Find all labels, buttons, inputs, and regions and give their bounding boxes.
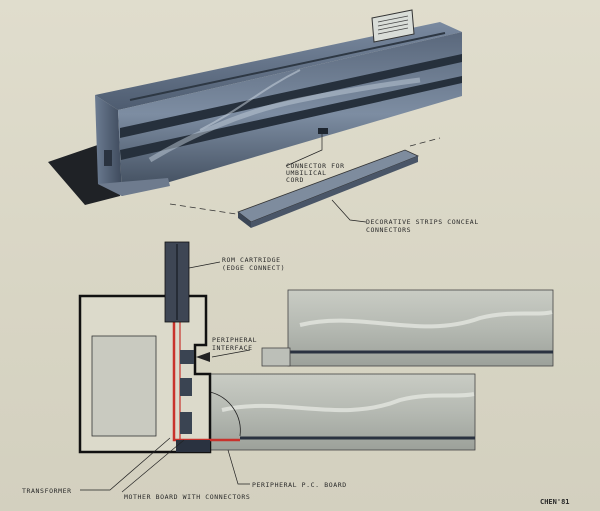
console-highlight-2 <box>199 69 301 131</box>
leader-rom <box>188 261 221 269</box>
label-transformer: TRANSFORMER <box>22 487 72 495</box>
console-top-groove <box>129 32 446 101</box>
console-end-face <box>95 95 122 196</box>
upper-module-tab <box>261 347 291 367</box>
leader-transformer <box>80 437 171 491</box>
upper-module-swirl <box>299 310 553 329</box>
alignment-line-2 <box>409 137 441 147</box>
label-strips-2: CONNECTORS <box>366 226 411 234</box>
label-umbilical-3: CORD <box>286 176 304 184</box>
console-base <box>98 178 170 196</box>
console-stripe-lower <box>120 76 462 160</box>
label-rom-2: (EDGE CONNECT) <box>222 264 285 272</box>
cartridge-top <box>371 9 415 43</box>
interface-arrow <box>196 352 210 362</box>
console-stripe-upper <box>120 54 462 138</box>
umbilical-connector <box>318 128 328 134</box>
console-isometric-view <box>48 9 462 228</box>
connector-block-2 <box>180 412 192 434</box>
label-pc-board: PERIPHERAL P.C. BOARD <box>252 481 347 489</box>
base-foot <box>176 440 210 452</box>
label-umbilical-2: UMBILICAL <box>286 169 327 177</box>
leader-pc-board <box>227 449 250 485</box>
peripheral-connector <box>180 350 194 364</box>
console-section-view <box>78 241 554 493</box>
motherboard-board <box>172 296 240 442</box>
end-vent <box>104 150 112 166</box>
label-strips-1: DECORATIVE STRIPS CONCEAL <box>366 218 479 226</box>
cartridge-ribs <box>377 15 409 35</box>
lower-module-swirl <box>221 392 475 413</box>
transformer-box <box>91 335 157 437</box>
leader-umbilical <box>285 134 323 167</box>
label-motherboard: MOTHER BOARD WITH CONNECTORS <box>124 493 250 501</box>
console-highlight <box>148 77 421 163</box>
decorative-strip <box>237 149 420 223</box>
leader-strips <box>331 199 367 223</box>
decorative-strip-side <box>238 212 251 228</box>
leader-peripheral <box>211 349 251 358</box>
label-peripheral-2: INTERFACE <box>212 344 253 352</box>
label-rom-1: ROM CARTRIDGE <box>222 256 281 264</box>
leader-motherboard <box>121 439 185 493</box>
label-peripheral-1: PERIPHERAL <box>212 336 257 344</box>
signature: CHEN'81 <box>540 498 570 506</box>
alignment-line <box>169 203 237 215</box>
label-umbilical-1: CONNECTOR FOR <box>286 162 345 170</box>
connector-block-1 <box>180 378 192 396</box>
door-arc <box>209 391 241 437</box>
decorative-strip-front <box>251 156 418 228</box>
